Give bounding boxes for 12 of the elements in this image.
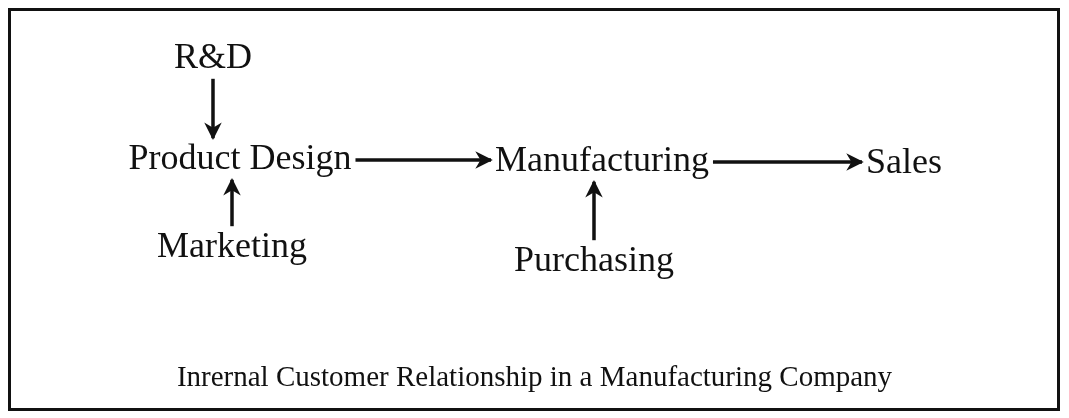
node-label: R&D bbox=[174, 37, 252, 77]
arrow bbox=[712, 153, 864, 171]
arrow bbox=[204, 78, 222, 140]
arrow bbox=[585, 180, 603, 241]
node-label: Manufacturing bbox=[495, 140, 709, 180]
node-label: Sales bbox=[866, 142, 942, 182]
node-label: Purchasing bbox=[514, 240, 674, 280]
caption: Inrernal Customer Relationship in a Manufacturing Company bbox=[176, 360, 893, 392]
node-label: Marketing bbox=[157, 226, 307, 266]
arrow bbox=[355, 151, 493, 169]
arrow bbox=[223, 178, 241, 227]
node-label: Product Design bbox=[128, 138, 352, 178]
